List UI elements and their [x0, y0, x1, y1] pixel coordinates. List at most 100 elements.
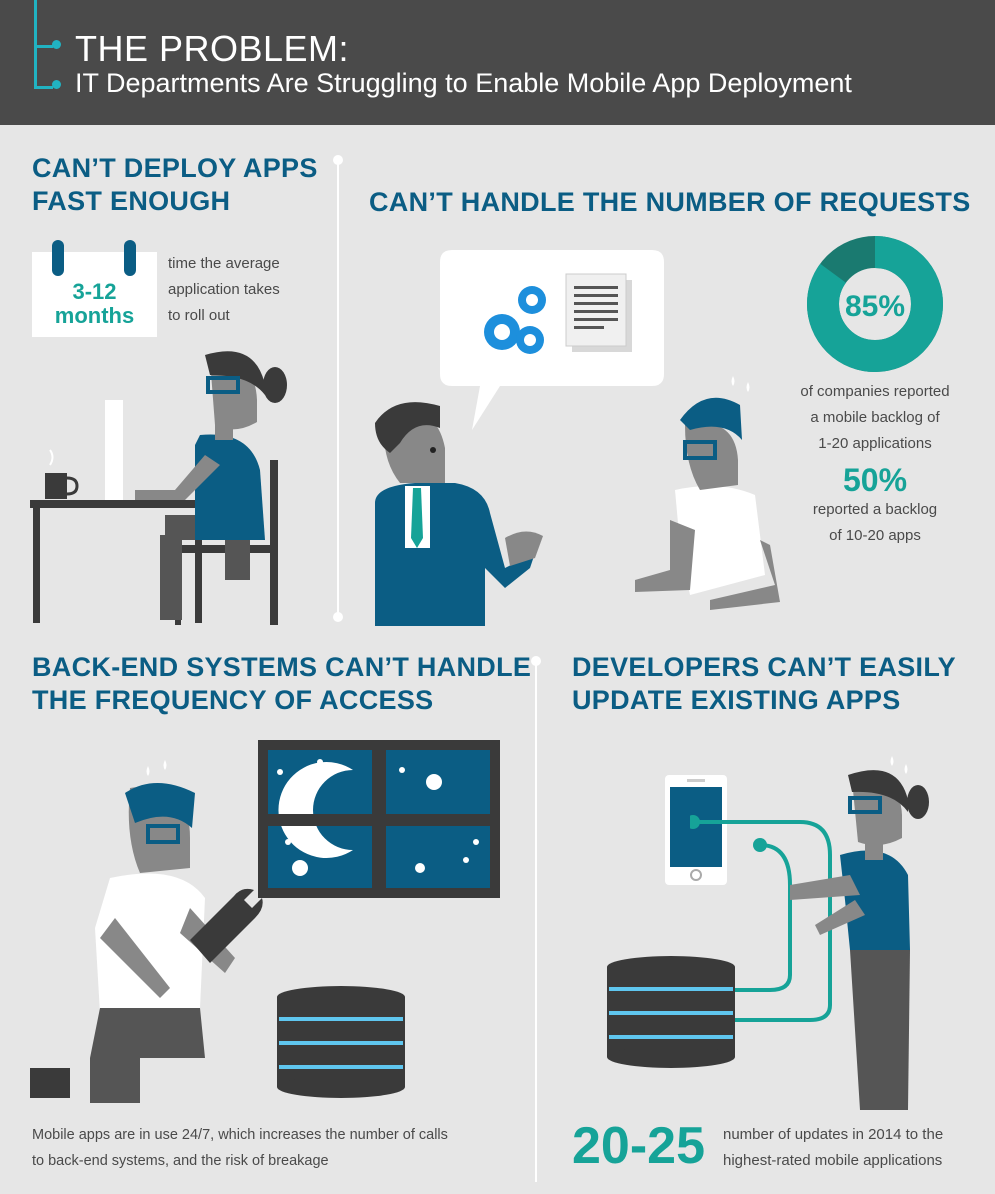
- deploy-title: CAN’T DEPLOY APPS FAST ENOUGH: [32, 152, 318, 218]
- developers-desc-line1: number of updates in 2014 to the: [723, 1126, 944, 1143]
- sweat-drop: [904, 764, 908, 774]
- calendar-ring: [52, 240, 64, 276]
- stat1-line2: a mobile backlog of: [810, 409, 940, 426]
- chair-back: [270, 460, 278, 625]
- kneeling-developer-illustration: [30, 760, 263, 1103]
- tie: [411, 488, 423, 548]
- deploy-desc-line3: to roll out: [168, 307, 230, 324]
- smartphone-icon: [665, 775, 727, 885]
- torso: [195, 434, 265, 540]
- calendar-icon: 3-12 months: [32, 240, 157, 337]
- desk-top: [30, 500, 210, 508]
- developers-stat-value: 20-25: [572, 1117, 705, 1175]
- hair: [848, 770, 908, 812]
- mug-steam: [49, 449, 54, 466]
- stat2-description: reported a backlog of 10-20 apps: [780, 497, 970, 549]
- server-icon: [277, 986, 405, 1098]
- arm: [710, 540, 780, 610]
- desk-leg: [195, 508, 202, 623]
- calendar-value: 3-12 months: [32, 280, 157, 328]
- stressed-developer-illustration: [635, 376, 780, 610]
- deploy-title-line2: FAST ENOUGH: [32, 186, 231, 216]
- page-title: THE PROBLEM:: [75, 28, 350, 69]
- backend-title: BACK-END SYSTEMS CAN’T HANDLE THE FREQUE…: [32, 651, 531, 717]
- page-subtitle: IT Departments Are Struggling to Enable …: [75, 68, 852, 98]
- document-icon: [565, 273, 632, 352]
- legs: [850, 950, 910, 1110]
- backend-desc-line1: Mobile apps are in use 24/7, which incre…: [32, 1127, 448, 1143]
- backend-title-line1: BACK-END SYSTEMS CAN’T HANDLE: [32, 652, 532, 682]
- woman-with-cable-illustration: [790, 756, 929, 1110]
- backend-desc-line2: to back-end systems, and the risk of bre…: [32, 1153, 329, 1169]
- developers-description: number of updates in 2014 to the highest…: [723, 1122, 943, 1174]
- leg-lower: [160, 535, 182, 620]
- eye: [430, 447, 436, 453]
- sweat-drop: [146, 766, 150, 776]
- shirt: [675, 486, 765, 595]
- calendar-ring: [124, 240, 136, 276]
- divider-dot: [333, 612, 343, 622]
- stat1-description: of companies reported a mobile backlog o…: [780, 379, 970, 457]
- deploy-desc-line1: time the average: [168, 255, 280, 272]
- hair: [205, 351, 265, 395]
- backend-title-line2: THE FREQUENCY OF ACCESS: [32, 685, 434, 715]
- gear-icon: [484, 286, 546, 354]
- window-icon: [258, 740, 500, 898]
- legs: [90, 1008, 205, 1103]
- shoe: [30, 1068, 70, 1098]
- calendar-value-line2: months: [54, 303, 135, 328]
- donut-arc: [807, 236, 943, 372]
- developers-title: DEVELOPERS CAN’T EASILY UPDATE EXISTING …: [572, 651, 956, 717]
- glasses: [146, 824, 180, 844]
- stat1-line3: 1-20 applications: [818, 435, 932, 452]
- star-icon: [277, 759, 479, 876]
- divider-bottom: [535, 662, 537, 1182]
- backend-description: Mobile apps are in use 24/7, which incre…: [32, 1122, 448, 1174]
- stat1-line1: of companies reported: [800, 383, 950, 400]
- ponytail: [907, 785, 929, 819]
- hair: [125, 783, 195, 828]
- glasses: [683, 440, 717, 460]
- header-bracket-icon: [34, 0, 53, 48]
- coffee-mug-icon: [45, 473, 67, 499]
- stat2-line1: reported a backlog: [812, 501, 938, 518]
- divider-dot: [531, 656, 541, 666]
- stat2-value: 50%: [842, 462, 908, 498]
- wrench-icon: [190, 888, 263, 963]
- header-bracket-icon: [34, 48, 53, 89]
- requests-title: CAN’T HANDLE THE NUMBER OF REQUESTS: [369, 187, 971, 217]
- stat2-line2: of 10-20 apps: [829, 527, 921, 544]
- donut-chart: 85%: [807, 236, 943, 372]
- deploy-desc-line2: application takes: [168, 281, 280, 298]
- torso: [840, 850, 910, 950]
- developers-title-line1: DEVELOPERS CAN’T EASILY: [572, 652, 956, 682]
- glasses: [848, 796, 882, 814]
- arm: [135, 455, 220, 500]
- deploy-title-line1: CAN’T DEPLOY APPS: [32, 153, 318, 183]
- woman-at-desk-illustration: [30, 351, 287, 625]
- mug-handle: [66, 476, 79, 496]
- hair: [375, 402, 440, 453]
- sweat-drop: [746, 382, 750, 392]
- deploy-description: time the average application takes to ro…: [168, 251, 280, 329]
- server-icon: [607, 956, 735, 1068]
- sweat-drop: [163, 760, 167, 770]
- computer-monitor-icon: [105, 400, 123, 500]
- header-bullet-1: [52, 40, 61, 49]
- developers-title-line2: UPDATE EXISTING APPS: [572, 685, 901, 715]
- arm: [100, 918, 170, 998]
- hair: [680, 397, 742, 440]
- hand: [505, 531, 543, 566]
- sweat-drop: [731, 376, 735, 386]
- businessman-illustration: [375, 402, 543, 626]
- header-banner: THE PROBLEM: IT Departments Are Struggli…: [0, 0, 995, 125]
- moon-icon: [278, 762, 353, 858]
- developers-desc-line2: highest-rated mobile applications: [723, 1152, 943, 1169]
- speech-bubble: [440, 250, 664, 430]
- arm: [815, 900, 865, 935]
- sweat-drop: [890, 756, 894, 766]
- shirt: [95, 873, 205, 1013]
- donut-value: 85%: [845, 290, 905, 323]
- arm: [635, 520, 695, 592]
- divider-dot: [333, 155, 343, 165]
